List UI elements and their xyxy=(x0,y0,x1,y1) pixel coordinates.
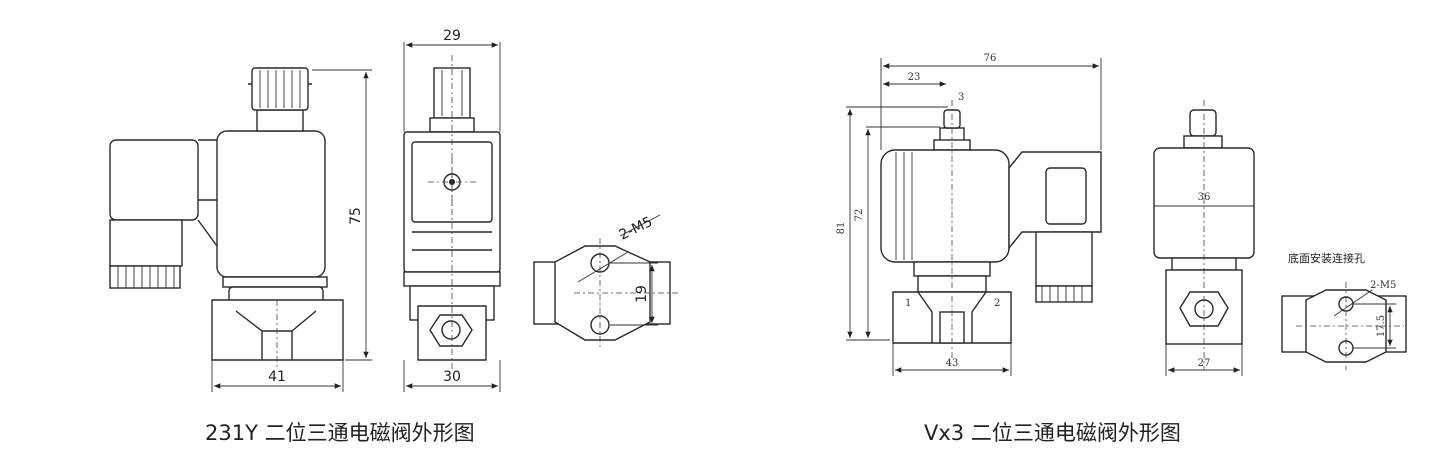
vx3-mounting-view: 底面安装连接孔 2-M5 17.5 xyxy=(1281,251,1407,370)
dim-mount-hole: 2-M5 xyxy=(617,214,655,244)
port-out: 2 xyxy=(994,298,1000,309)
dim-base-left-vx3: 43 xyxy=(946,358,959,369)
bottom-note: 底面安装连接孔 xyxy=(1288,251,1365,265)
231y-front-view: 29 30 xyxy=(403,28,501,392)
dim-nut: 3 xyxy=(958,92,964,103)
231y-side-view: 75 41 xyxy=(109,67,372,392)
dim-overall-width: 76 xyxy=(984,53,997,64)
right-caption: Vx3 二位三通电磁阀外形图 xyxy=(924,421,1181,445)
dim-coil-width: 36 xyxy=(1198,192,1211,203)
dim-base-left: 41 xyxy=(268,369,286,385)
231y-mounting-view: 2-M5 19 xyxy=(533,214,680,350)
dim-height-inner: 72 xyxy=(854,209,865,222)
left-caption: 231Y 二位三通电磁阀外形图 xyxy=(205,421,475,445)
dim-mount-hole-vx3: 2-M5 xyxy=(1370,280,1396,291)
dim-height: 75 xyxy=(348,207,364,225)
dim-hole-spacing-vx3: 17.5 xyxy=(1376,315,1387,337)
dim-top-width: 29 xyxy=(443,28,461,44)
dim-base-right: 30 xyxy=(443,369,461,385)
dim-base-right-vx3: 27 xyxy=(1198,358,1211,369)
dim-height-total: 81 xyxy=(836,222,847,235)
dim-hole-spacing: 19 xyxy=(634,285,650,303)
vx3-front-view: 36 27 xyxy=(1153,100,1255,376)
vx3-side-view: 76 23 3 81 72 1 2 43 xyxy=(836,53,1102,376)
port-in: 1 xyxy=(905,298,911,309)
dim-offset: 23 xyxy=(908,72,921,83)
